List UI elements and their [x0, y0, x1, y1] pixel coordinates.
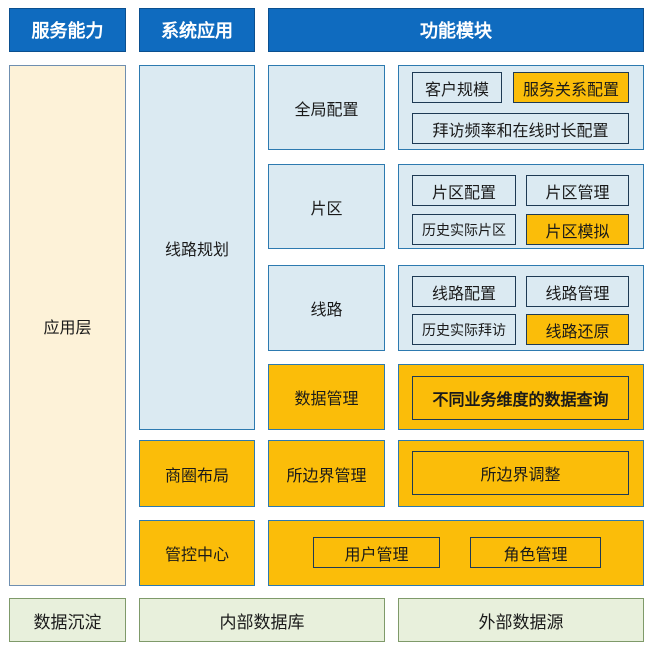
- application-layer: 应用层: [9, 65, 126, 586]
- header-system-application: 系统应用: [139, 8, 255, 52]
- feature-area-simulation: 片区模拟: [526, 214, 629, 245]
- system-business-circle: 商圈布局: [139, 440, 255, 507]
- feature-boundary-adjustment: 所边界调整: [412, 451, 629, 495]
- module-data-management: 数据管理: [268, 364, 385, 430]
- feature-service-relation-config: 服务关系配置: [513, 72, 629, 103]
- feature-role-management: 角色管理: [470, 537, 601, 568]
- external-data-source: 外部数据源: [398, 598, 644, 642]
- feature-visit-frequency-config: 拜访频率和在线时长配置: [412, 113, 629, 144]
- feature-historical-actual-area: 历史实际片区: [412, 214, 516, 245]
- header-service-capability: 服务能力: [9, 8, 126, 52]
- module-global-config: 全局配置: [268, 65, 385, 150]
- feature-route-restore: 线路还原: [526, 314, 629, 345]
- feature-area-management: 片区管理: [526, 175, 629, 206]
- feature-multi-dimension-query: 不同业务维度的数据查询: [412, 376, 629, 420]
- feature-customer-scale: 客户规模: [412, 72, 502, 103]
- header-function-module: 功能模块: [268, 8, 644, 52]
- feature-route-management: 线路管理: [526, 276, 629, 307]
- module-boundary-management: 所边界管理: [268, 440, 385, 507]
- feature-area-config: 片区配置: [412, 175, 516, 206]
- data-sediment: 数据沉淀: [9, 598, 126, 642]
- system-control-center: 管控中心: [139, 520, 255, 586]
- feature-route-config: 线路配置: [412, 276, 516, 307]
- internal-database: 内部数据库: [139, 598, 385, 642]
- module-area: 片区: [268, 164, 385, 249]
- feature-user-management: 用户管理: [313, 537, 440, 568]
- feature-historical-actual-visit: 历史实际拜访: [412, 314, 516, 345]
- system-route-planning: 线路规划: [139, 65, 255, 430]
- module-route: 线路: [268, 265, 385, 351]
